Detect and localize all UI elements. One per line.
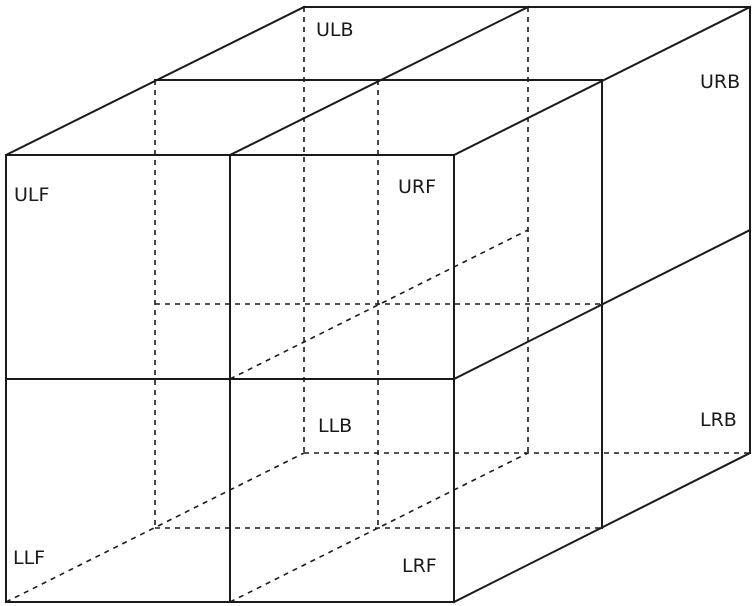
label-ulb: ULB <box>316 19 354 41</box>
cube-labels: ULB URB ULF URF LLB LRB LLF LRF <box>13 19 740 577</box>
label-lrf: LRF <box>402 555 437 577</box>
label-ulf: ULF <box>14 184 49 206</box>
label-urf: URF <box>398 176 436 198</box>
hidden-edges <box>5 7 750 603</box>
label-llf: LLF <box>13 547 45 569</box>
visible-edges <box>4 5 752 604</box>
label-lrb: LRB <box>700 409 737 431</box>
label-llb: LLB <box>318 415 352 437</box>
label-urb: URB <box>700 71 740 93</box>
